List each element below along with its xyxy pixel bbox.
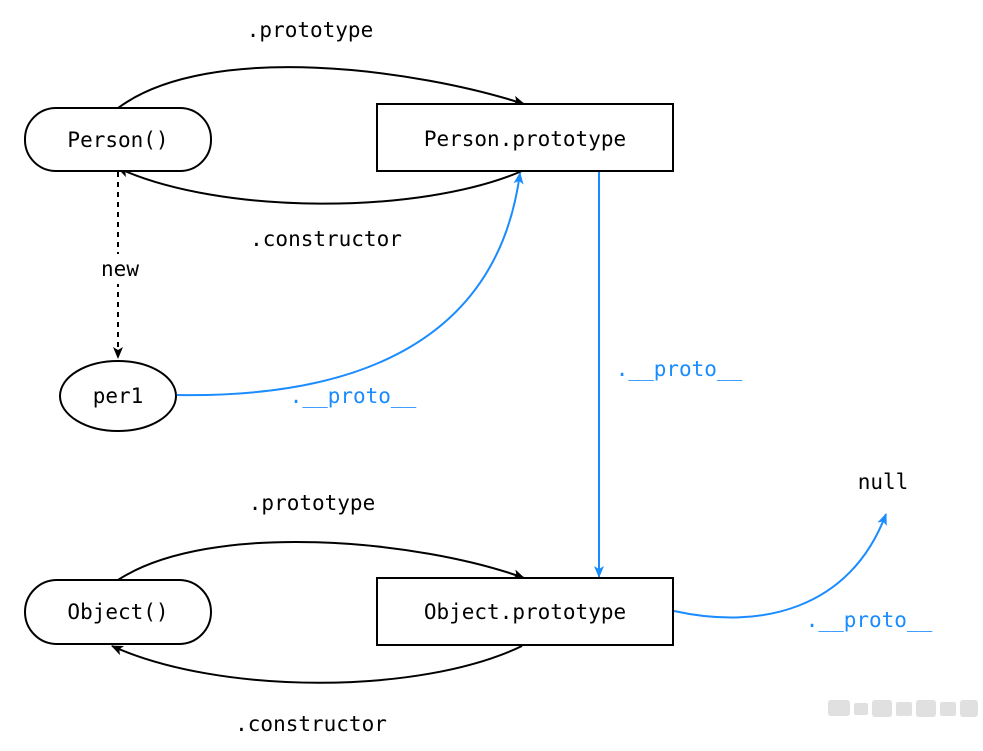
- null-node: null: [858, 470, 909, 494]
- object-function-node: Object(): [24, 579, 212, 645]
- person-function-label: Person(): [67, 128, 168, 152]
- watermark: [828, 700, 978, 717]
- person-prototype-label: .prototype: [247, 18, 373, 42]
- object-prototype-proto-label: .__proto__: [806, 608, 933, 632]
- object-constructor-edge: [111, 645, 523, 684]
- object-constructor-label: .constructor: [235, 712, 387, 736]
- object-prototype-label: .prototype: [249, 491, 375, 515]
- object-prototype-node: Object.prototype: [376, 577, 674, 646]
- object-prototype-edge: [117, 541, 525, 581]
- per1-node: per1: [59, 360, 177, 432]
- object-prototype-proto-edge: [673, 513, 887, 619]
- object-prototype-node-label: Object.prototype: [424, 600, 626, 624]
- person-prototype-proto-label: .__proto__: [616, 357, 743, 381]
- person-function-node: Person(): [24, 107, 212, 172]
- person-prototype-node-label: Person.prototype: [424, 127, 626, 151]
- person-prototype-node: Person.prototype: [376, 103, 674, 172]
- object-function-label: Object(): [67, 600, 168, 624]
- person-prototype-edge: [117, 66, 525, 109]
- per1-proto-label: .__proto__: [290, 384, 417, 408]
- per1-label: per1: [93, 384, 144, 408]
- per1-proto-edge: [176, 172, 524, 397]
- new-label: new: [101, 257, 139, 281]
- person-constructor-edge: [117, 167, 523, 205]
- person-constructor-label: .constructor: [250, 227, 402, 251]
